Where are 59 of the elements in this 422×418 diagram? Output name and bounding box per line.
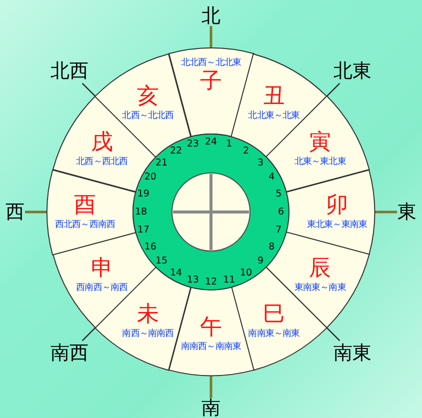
compass-direction: 東	[398, 200, 416, 225]
direction-range: 西北西～西南西	[54, 218, 116, 231]
direction-range: 北北東～北東	[248, 110, 300, 122]
zodiac-branch: 亥	[136, 84, 159, 110]
sector-band	[52, 232, 156, 328]
hour-number: 14	[170, 267, 182, 278]
direction-range: 北北西～北北東	[180, 57, 242, 69]
hour-number: 19	[137, 188, 150, 200]
direction-range: 南西～南南西	[122, 328, 174, 340]
direction-range: 北西～西北西	[76, 156, 128, 168]
direction-range: 東北東～東南東	[306, 218, 368, 231]
direction-range: 東南東～南東	[294, 282, 346, 294]
compass-direction: 南東	[333, 341, 372, 366]
direction-range: 北西～北北西	[122, 110, 174, 122]
zodiac-branch: 卯	[326, 192, 348, 219]
hour-number: 5	[276, 188, 282, 200]
zodiac-branch: 巳	[262, 302, 285, 328]
hour-number: 6	[278, 206, 284, 218]
hour-number: 11	[223, 274, 236, 286]
compass-direction: 南西	[50, 341, 89, 366]
sector-band	[266, 232, 370, 328]
hour-number: 22	[170, 146, 182, 157]
zodiac-branch: 申	[90, 256, 113, 282]
hour-number: 23	[186, 138, 199, 150]
zodiac-branch: 辰	[309, 256, 332, 282]
zodiac-branch: 酉	[74, 192, 96, 219]
zodiac-branch: 丑	[262, 84, 285, 110]
zodiac-branch: 午	[200, 314, 222, 341]
hour-number: 8	[268, 242, 275, 252]
zodiac-branch: 子	[200, 69, 222, 95]
hour-number: 16	[144, 242, 156, 252]
compass-direction: 西	[6, 200, 24, 225]
compass-direction: 北西	[50, 58, 89, 84]
hour-number: 20	[144, 172, 156, 182]
hour-number: 9	[257, 256, 264, 267]
hour-number: 1	[226, 138, 232, 150]
compass-direction: 北	[202, 4, 220, 29]
direction-range: 西南西～南西	[76, 282, 128, 294]
hour-number: 2	[242, 146, 250, 157]
direction-range: 北東～東北東	[294, 156, 346, 168]
sector-band	[47, 170, 136, 254]
hour-number: 12	[204, 276, 218, 288]
hour-number: 7	[276, 224, 282, 236]
zodiac-branch: 寅	[309, 130, 332, 156]
zodiac-branch: 戌	[90, 130, 113, 156]
hour-number: 18	[134, 206, 148, 218]
hour-number: 13	[186, 274, 199, 286]
hour-number: 4	[268, 172, 275, 182]
direction-range: 南南西～南南東	[180, 340, 242, 353]
hour-number: 21	[155, 157, 168, 168]
hour-number: 24	[204, 136, 218, 148]
direction-range: 南南東～南東	[248, 328, 300, 340]
compass-direction: 北東	[333, 58, 372, 84]
zodiac-branch: 未	[136, 302, 159, 328]
hour-number: 15	[155, 256, 168, 267]
hour-number: 3	[257, 157, 264, 168]
compass-direction: 南	[202, 396, 220, 418]
hour-number: 10	[240, 267, 252, 278]
hour-number: 17	[137, 224, 150, 236]
